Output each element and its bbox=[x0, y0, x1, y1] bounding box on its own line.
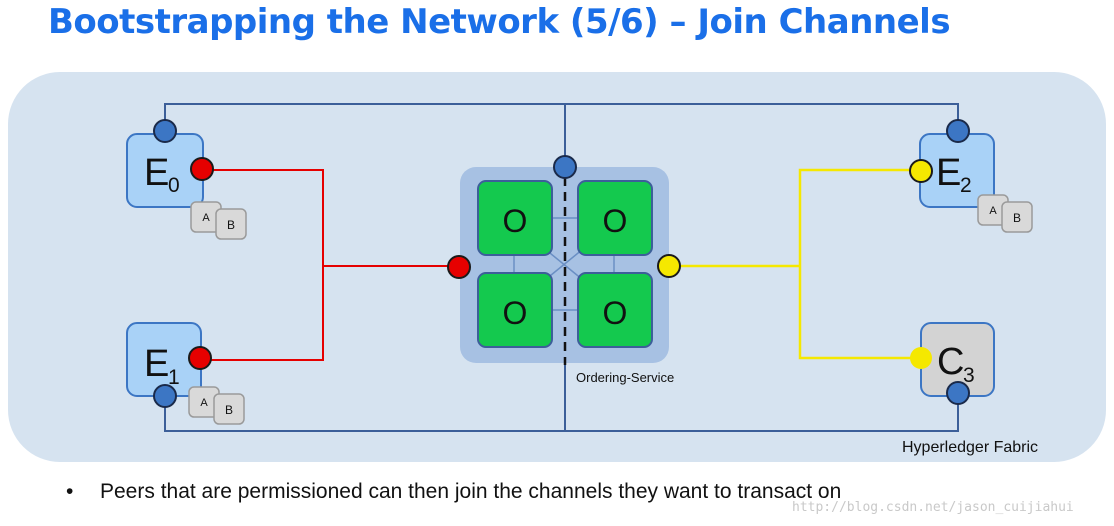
svg-text:E: E bbox=[144, 343, 169, 385]
yellow-channel-port bbox=[909, 159, 933, 183]
svg-text:O: O bbox=[603, 295, 628, 331]
svg-text:O: O bbox=[503, 203, 528, 239]
red-channel-port bbox=[190, 157, 214, 181]
client-c3: C 3 bbox=[910, 322, 995, 405]
ledger-icon: A B bbox=[977, 194, 1033, 233]
network-port bbox=[946, 381, 970, 405]
svg-text:A: A bbox=[989, 205, 997, 217]
orderer-node: O bbox=[577, 180, 653, 256]
svg-text:E: E bbox=[144, 152, 169, 194]
orderer-node: O bbox=[577, 272, 653, 348]
network-port bbox=[153, 384, 177, 408]
svg-text:B: B bbox=[1013, 211, 1021, 225]
svg-text:E: E bbox=[936, 152, 961, 194]
page-title: Bootstrapping the Network (5/6) – Join C… bbox=[48, 2, 951, 42]
hyperledger-fabric-label: Hyperledger Fabric bbox=[902, 439, 1038, 456]
red-channel-lines bbox=[200, 169, 459, 361]
orderer-node: O bbox=[477, 272, 553, 348]
svg-text:A: A bbox=[200, 397, 208, 409]
ledger-icon: A B bbox=[188, 386, 245, 425]
bullet-item: • Peers that are permissioned can then jo… bbox=[66, 480, 841, 504]
svg-text:O: O bbox=[603, 203, 628, 239]
ordering-network-port bbox=[553, 155, 577, 179]
network-port bbox=[153, 119, 177, 143]
network-port bbox=[946, 119, 970, 143]
yellow-channel-lines bbox=[669, 168, 921, 360]
bullet-marker: • bbox=[66, 480, 74, 503]
svg-text:B: B bbox=[227, 218, 235, 232]
red-channel-port bbox=[188, 346, 212, 370]
yellow-channel-port bbox=[657, 254, 681, 278]
watermark: http://blog.csdn.net/jason_cuijiahui bbox=[792, 500, 1074, 515]
svg-text:B: B bbox=[225, 403, 233, 417]
svg-text:O: O bbox=[503, 295, 528, 331]
bullet-text: Peers that are permissioned can then joi… bbox=[100, 480, 842, 503]
svg-text:0: 0 bbox=[168, 174, 180, 197]
red-channel-port bbox=[447, 255, 471, 279]
peer-e2: E 2 A B bbox=[909, 119, 1033, 233]
svg-text:1: 1 bbox=[168, 366, 180, 389]
svg-text:A: A bbox=[202, 212, 210, 224]
peer-e0: E 0 A B bbox=[126, 119, 247, 240]
peer-e1: E 1 A B bbox=[126, 322, 245, 425]
svg-text:3: 3 bbox=[963, 364, 975, 387]
ledger-icon: A B bbox=[190, 201, 247, 240]
yellow-channel-port bbox=[910, 347, 932, 369]
ordering-service: O O O O bbox=[460, 155, 669, 365]
svg-text:C: C bbox=[937, 341, 964, 383]
svg-text:2: 2 bbox=[960, 174, 972, 197]
ordering-service-label: Ordering-Service bbox=[576, 370, 674, 385]
orderer-node: O bbox=[477, 180, 553, 256]
